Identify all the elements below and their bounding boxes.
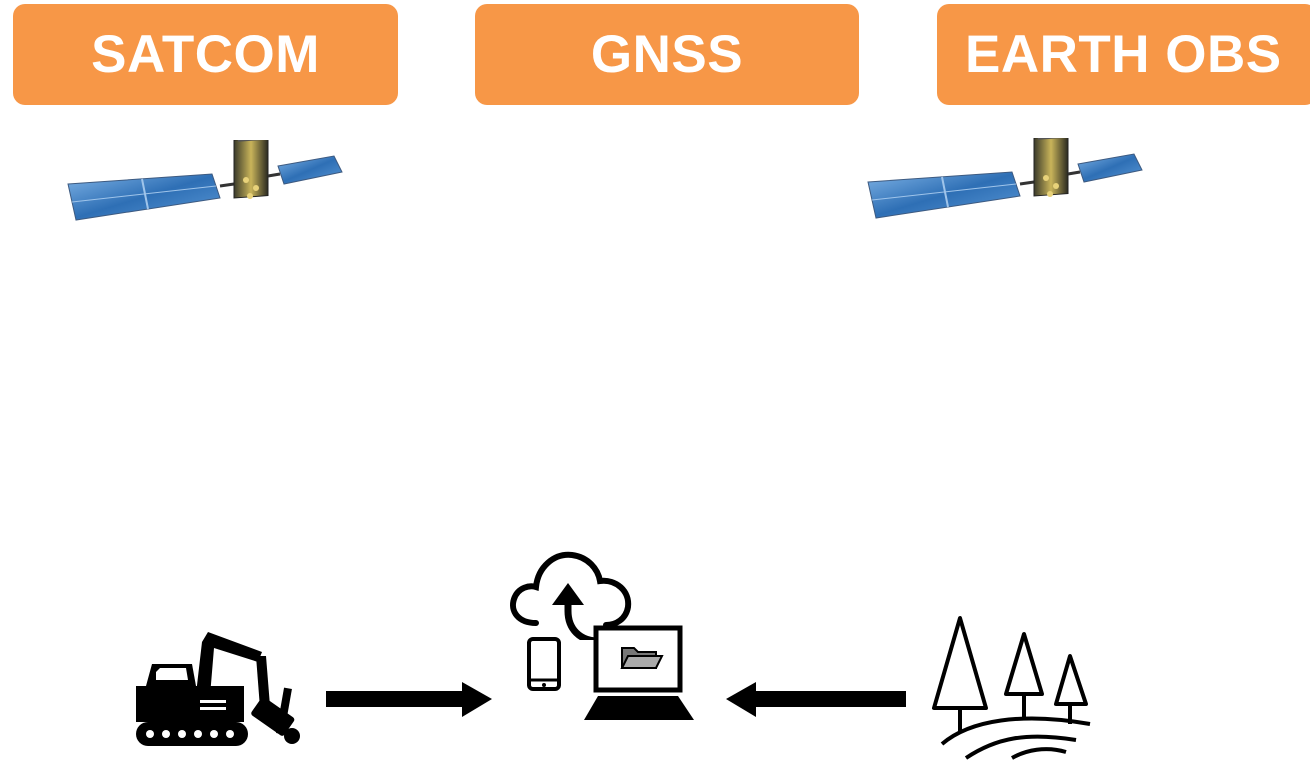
smartphone-icon <box>527 637 561 691</box>
solar-panel-left <box>867 171 1021 219</box>
solar-panel-right <box>277 155 343 185</box>
gnss-label: GNSS <box>475 4 859 105</box>
satellite-icon <box>67 140 343 221</box>
folder-icon <box>620 647 664 669</box>
satellite-icon <box>867 138 1143 219</box>
solar-panel-left <box>67 173 221 221</box>
satellite-bus <box>1033 138 1069 197</box>
laptop-icon <box>584 625 694 720</box>
arrow-right-icon <box>326 682 492 717</box>
earth-obs-label: EARTH OBS <box>937 4 1310 105</box>
satcom-label: SATCOM <box>13 4 398 105</box>
arrow-left-icon <box>726 682 906 717</box>
forest-trees-icon <box>932 616 1091 760</box>
satcom-label-text: SATCOM <box>91 25 320 84</box>
earth-obs-label-text: EARTH OBS <box>965 25 1282 84</box>
cloud-upload-icon <box>510 551 632 640</box>
solar-panel-right <box>1077 153 1143 183</box>
gnss-label-text: GNSS <box>590 25 744 84</box>
satellite-bus <box>233 140 269 199</box>
forest-harvester-icon <box>136 632 300 746</box>
